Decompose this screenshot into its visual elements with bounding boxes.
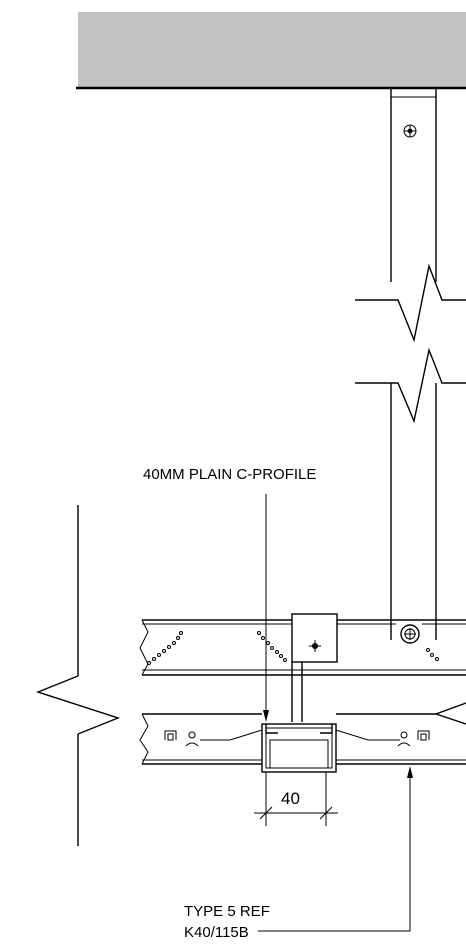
tile-clip-right: [335, 729, 430, 747]
carrier-slots-middle: [257, 631, 287, 662]
right-break-symbol: [433, 702, 466, 725]
hanger-strap-lower: [390, 383, 437, 640]
type-ref-line1: TYPE 5 REF: [184, 903, 270, 920]
tile-clip-left: [164, 729, 263, 747]
cleat-plate: [291, 613, 338, 722]
left-break-line: [35, 505, 121, 846]
dimension-value: 40: [281, 789, 300, 808]
type-ref-line2: K40/115B: [184, 924, 249, 941]
ceiling-tee: [139, 713, 466, 765]
type-ref-callout: TYPE 5 REF K40/115B: [184, 766, 413, 941]
break-symbol-lower: [355, 347, 466, 424]
c-profile: [261, 723, 337, 773]
carrier-slots-left: [147, 631, 183, 665]
concrete-slab: [76, 12, 466, 90]
hanger-strap-upper: [390, 89, 437, 300]
profile-callout-label: 40MM PLAIN C-PROFILE: [143, 466, 316, 483]
break-symbol-upper: [355, 263, 466, 343]
carrier-slots-right: [426, 648, 439, 661]
dimension-40: 40: [254, 772, 338, 826]
profile-callout: 40MM PLAIN C-PROFILE: [143, 466, 316, 722]
hanger-bolt: [396, 621, 422, 647]
